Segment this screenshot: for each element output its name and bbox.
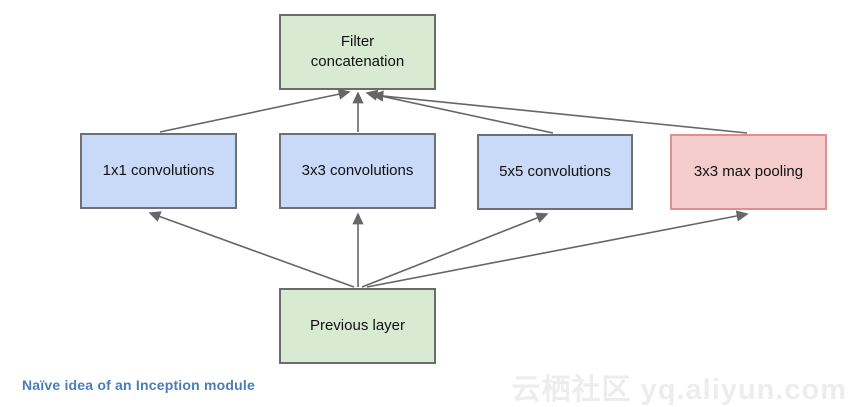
figure-caption: Naïve idea of an Inception module <box>22 377 255 393</box>
node-3x3-max-pooling: 3x3 max pooling <box>670 134 827 210</box>
node-1x1-convolutions: 1x1 convolutions <box>80 133 237 209</box>
node-5x5-convolutions-label: 5x5 convolutions <box>499 162 611 180</box>
node-previous-layer-label: Previous layer <box>309 316 406 334</box>
site-watermark: 云栖社区 yq.aliyun.com <box>511 374 847 406</box>
node-5x5-convolutions: 5x5 convolutions <box>477 134 633 210</box>
node-3x3-convolutions: 3x3 convolutions <box>279 133 436 209</box>
node-filter-concatenation: Filter concatenation <box>279 14 436 90</box>
node-3x3-convolutions-label: 3x3 convolutions <box>301 161 414 179</box>
node-previous-layer: Previous layer <box>279 288 436 364</box>
node-1x1-convolutions-label: 1x1 convolutions <box>102 161 215 179</box>
node-3x3-max-pooling-label: 3x3 max pooling <box>693 162 804 180</box>
node-filter-concatenation-label: Filter concatenation <box>310 32 405 70</box>
